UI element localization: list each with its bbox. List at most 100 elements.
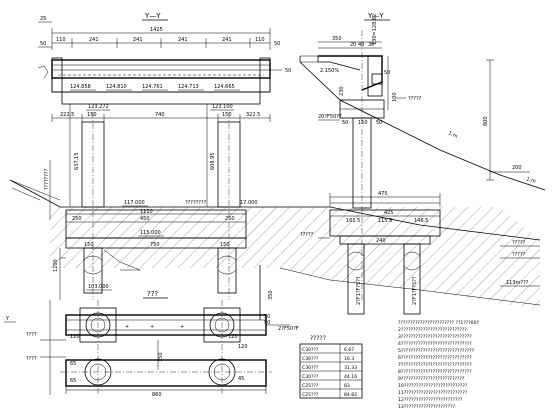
rv-dim-50-a: 50 (384, 70, 390, 76)
dim-110-a: 110 (56, 37, 66, 43)
dim-150-c: 150 (84, 242, 94, 248)
table-row-3-name: C30??? (302, 365, 319, 371)
svg-text:+: + (150, 324, 154, 330)
dim-1425: 1425 (150, 27, 163, 33)
dim-250-b: 250 (225, 216, 235, 222)
plan-120-b: 120 (228, 334, 238, 340)
note-11: 11?????????????????????????? (398, 390, 468, 396)
rv-dim-350: 350 (332, 36, 342, 42)
dim-150-b: 150 (222, 112, 232, 118)
plan-65-b: 65 (70, 378, 76, 384)
dim-50-d: 50 (264, 314, 270, 320)
table-row-4-name: C30??? (302, 374, 319, 380)
dim-450: 450 (140, 216, 150, 222)
dim-241-a: 241 (89, 37, 99, 43)
rv-dim-150: 150 (358, 120, 368, 126)
note-1: ??????????????????????? ??1???00? (398, 320, 479, 326)
elev-2: 124.810 (106, 84, 127, 90)
section-title-right: Y—Y (367, 12, 384, 20)
rl-dim-161: 161.5 (346, 218, 360, 224)
left-label-y: Y (5, 316, 10, 322)
rl-pile-right: 2?F1?F?S?? (412, 276, 418, 305)
rv-slope: 2.150% (320, 68, 339, 74)
plan-120-a: 120 (70, 334, 80, 340)
left-label-q1: ???? (26, 332, 37, 338)
table-row-6-value: 84.82 (344, 392, 357, 398)
left-label-q2: ???? (26, 356, 37, 362)
plan-view: ??? + + + 120 120 120 2?F50?F 350 65 65 … (4, 290, 299, 398)
elev-6: 123.272 (88, 104, 109, 110)
note-8: 8????????????????????????????? (398, 369, 472, 375)
rl-pile-left: 2?F1?F?S?? (356, 276, 362, 305)
rv-slope-b: 1:m (525, 176, 536, 185)
dim-222-5: 222.5 (60, 112, 74, 118)
elev-103: 103.000 (88, 284, 109, 290)
table-row-2-name: C30??? (302, 356, 319, 362)
plan-120-c: 120 (238, 344, 248, 350)
rv-dim-50-c: 50 (376, 120, 382, 126)
dim-150-a: 150 (87, 112, 97, 118)
rv-dim-100: 100 (392, 92, 398, 102)
right-section: Y—Y 350 20 40 30 130=128.82 2.150% 230 1… (299, 12, 546, 300)
rv-dim-800: 800 (483, 116, 489, 126)
rv-dim-200: 200 (512, 165, 522, 171)
dim-50-e: 50 (264, 320, 270, 326)
dim-241-b: 241 (133, 37, 143, 43)
table-title: ????? (310, 335, 326, 342)
rv-note: ????? (408, 96, 422, 102)
elev-117-b: 17.000 (240, 200, 258, 206)
rl-dim-240: 240 (376, 238, 386, 244)
rv-base: 20?F50?F (318, 114, 342, 120)
elev-1: 124.858 (70, 84, 91, 90)
elev-7: 123.100 (212, 104, 233, 110)
note-2: 2??????????????????????????? (398, 327, 467, 333)
elev-117: 117.000 (124, 200, 145, 206)
rv-elev-top: 130=128.82 (372, 14, 378, 45)
left-vertical-label: ???????? (44, 168, 50, 190)
svg-text:+: + (125, 324, 129, 330)
dim-241-c: 241 (178, 37, 188, 43)
plan-65-a: 65 (70, 361, 76, 367)
rl-q2: ????? (512, 240, 526, 246)
elev-5: 124.665 (214, 84, 235, 90)
dim-150-d: 150 (220, 242, 230, 248)
elev-3: 124.761 (142, 84, 163, 90)
note-5: 5?????????????????????????????? (398, 348, 475, 354)
plan-350: 350 (158, 352, 164, 362)
table-row-2-value: 16.3 (344, 356, 354, 362)
rv-dim-20: 20 (350, 42, 356, 48)
note-6: 6????????????????????????????? (398, 355, 472, 361)
dim-50-a: 50 (40, 41, 46, 47)
rl-dim-425: 425 (384, 210, 394, 216)
rv-dim-230: 230 (339, 86, 345, 96)
table-row-5-name: C25??? (302, 383, 319, 389)
dim-608: 608.95 (210, 153, 216, 171)
dim-250-a: 250 (72, 216, 82, 222)
label-117: ???????? (185, 200, 207, 206)
table-row-3-value: 31.33 (344, 365, 357, 371)
rl-dim-146: 146.5 (414, 218, 428, 224)
rl-q4: ????? (512, 252, 526, 258)
table-row-1-name: C30??? (302, 347, 319, 353)
plan-45: 45 (238, 376, 244, 382)
elev-115: 115.000 (140, 230, 161, 236)
rv-dim-50-b: 50 (342, 120, 348, 126)
dim-110-b: 110 (255, 37, 265, 43)
notes-block: ??????????????????????? ??1???00? 2?????… (398, 320, 479, 410)
note-3: 3????????????????????????????? (398, 334, 472, 340)
rl-dim-475: 475 (378, 191, 388, 197)
right-lower-section: 475 425 161.5 115.5 146.5 240 2?F1?F?S??… (300, 191, 540, 315)
plan-860: 860 (152, 392, 162, 398)
rv-slope-a: 1:m (447, 130, 458, 140)
note-7: 7????????????????????????????? (398, 362, 472, 368)
dim-241-d: 241 (222, 37, 232, 43)
rv-dim-30: 30 (368, 42, 374, 48)
rl-dim-115: 115.5 (378, 218, 392, 224)
rv-dim-40: 40 (358, 42, 364, 48)
note-12: 12???????????????????????? (398, 397, 463, 403)
dim-50-c: 50 (285, 68, 291, 74)
note-4: 4????????????????????????????? (398, 341, 472, 347)
dim-750: 750 (150, 242, 160, 248)
dim-637: 637.15 (74, 153, 80, 171)
